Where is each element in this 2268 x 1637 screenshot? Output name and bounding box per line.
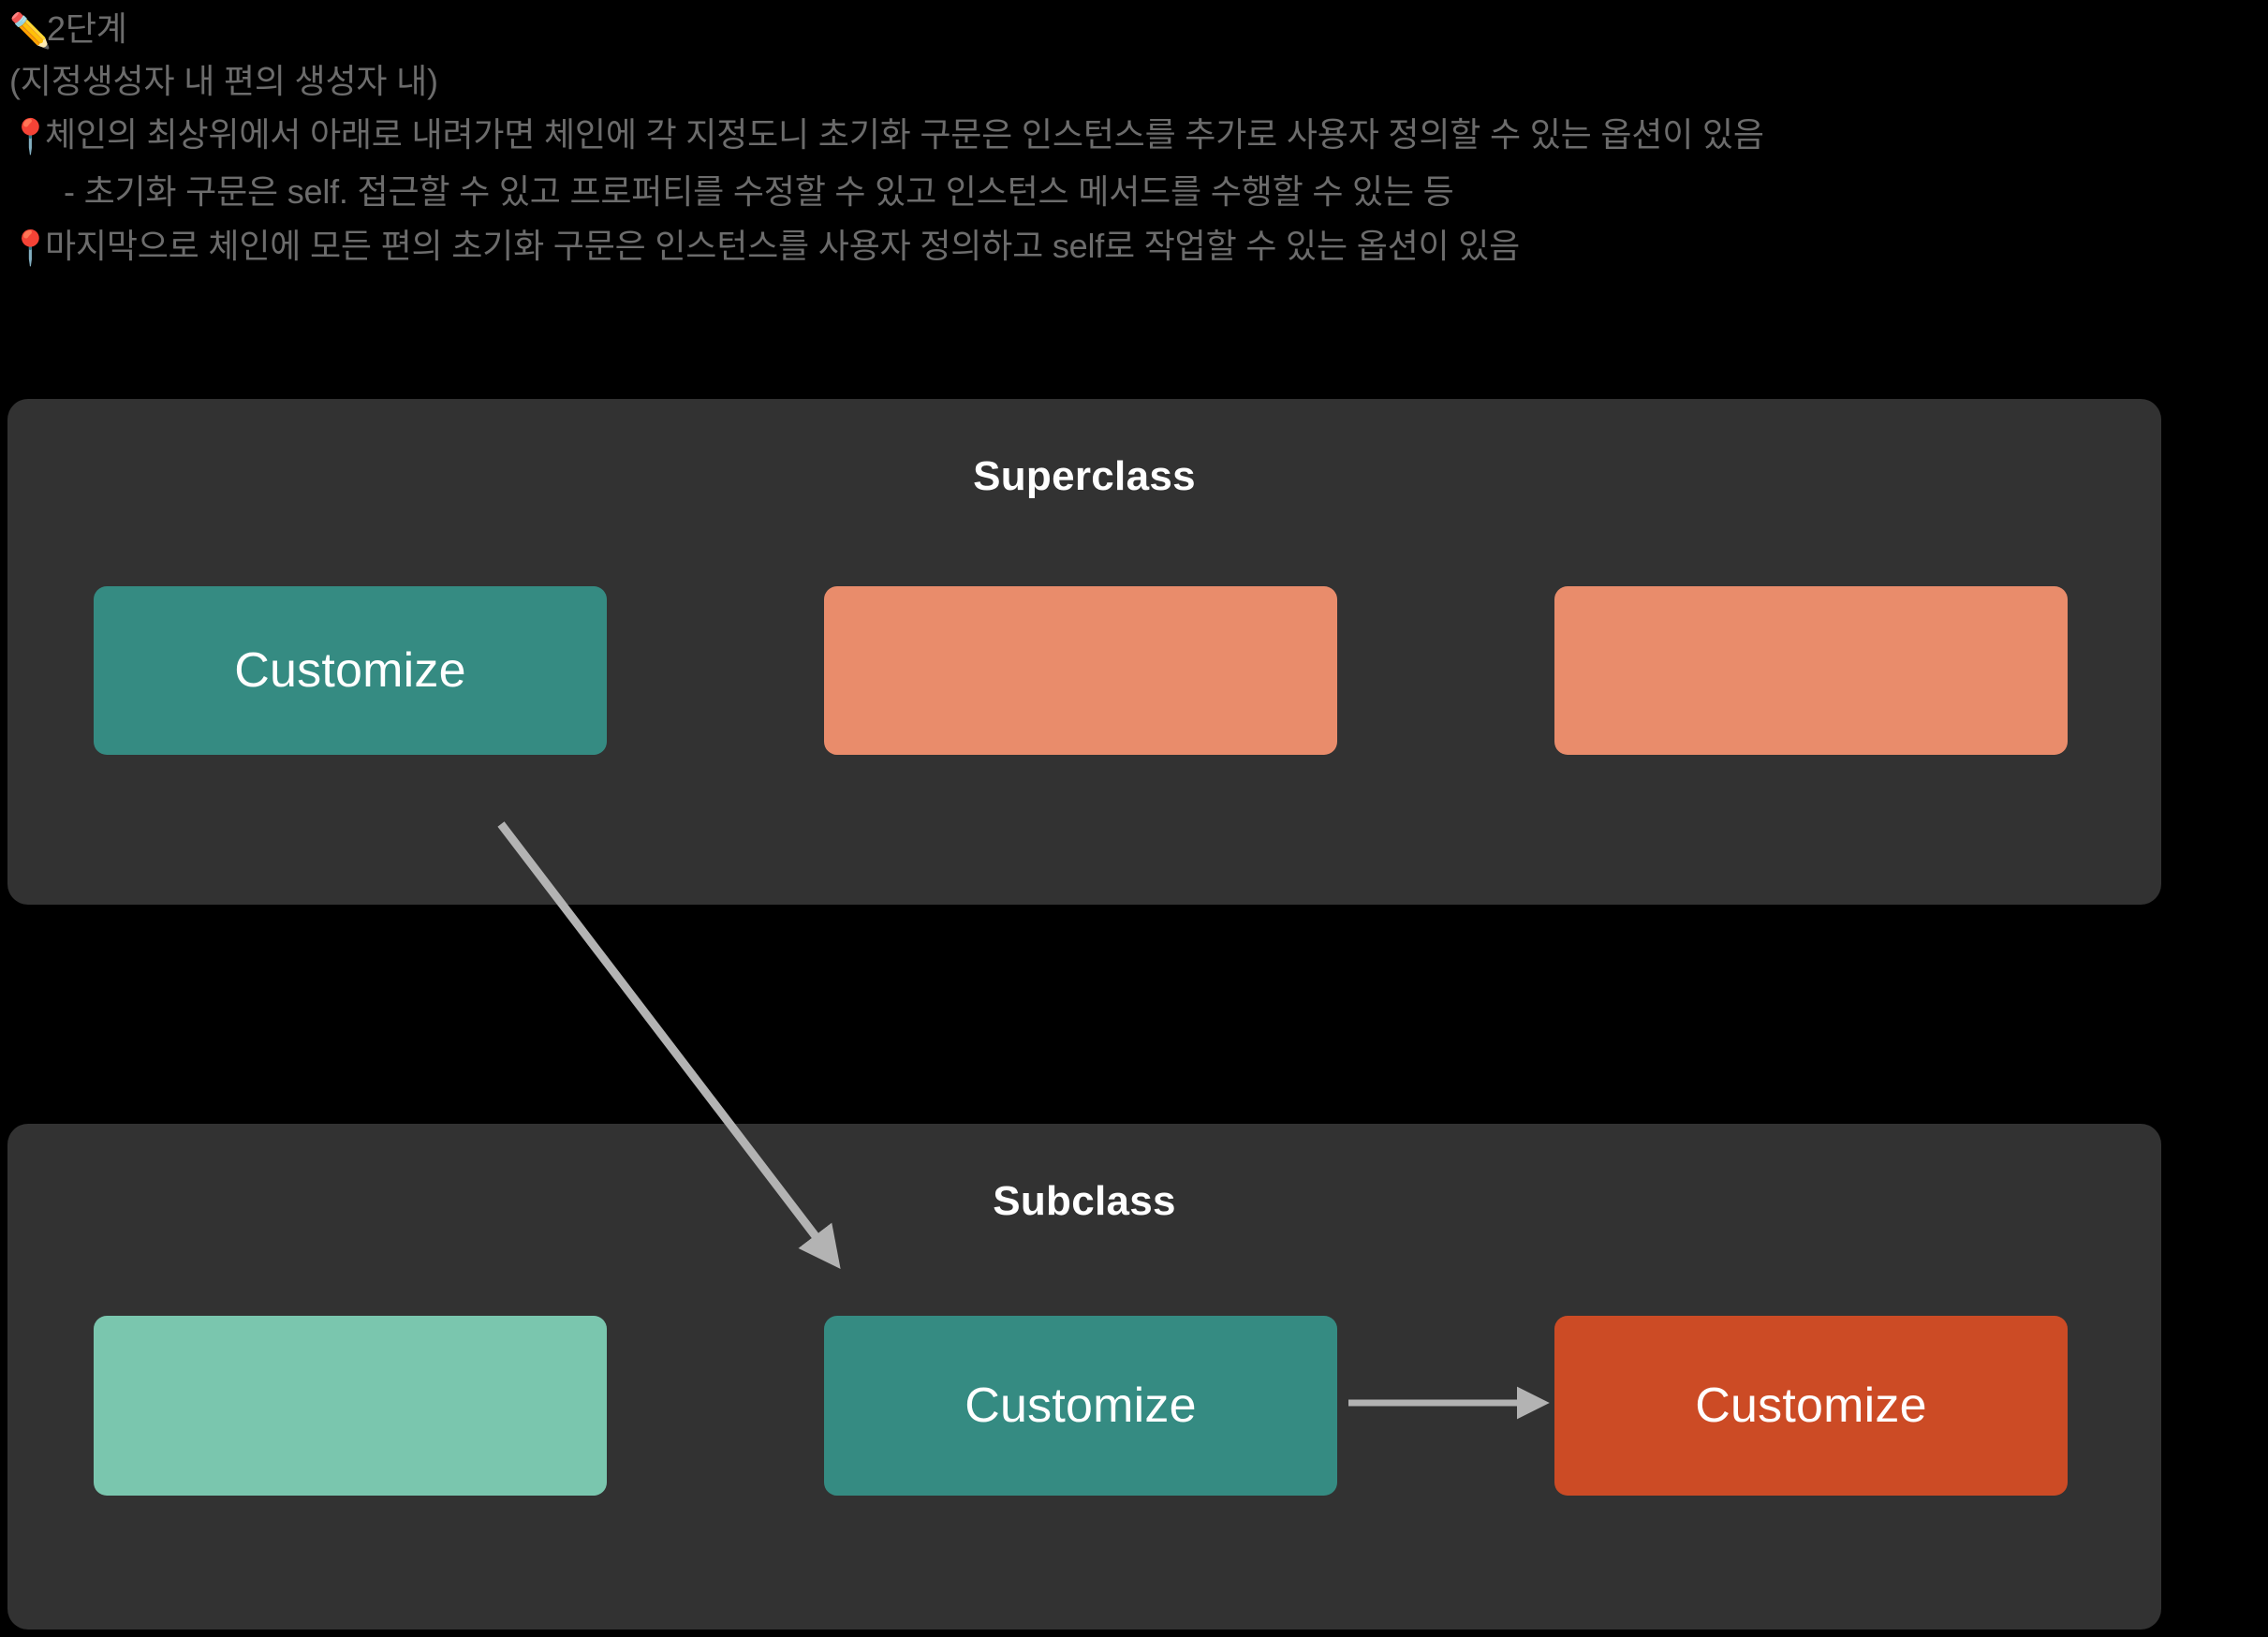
subclass-box-2[interactable]: Customize [824,1316,1337,1496]
subclass-box-3-label: Customize [1695,1379,1927,1433]
subclass-box-2-label: Customize [965,1379,1197,1433]
subclass-box-3[interactable]: Customize [1554,1316,2068,1496]
note-bullet-2-text: 마지막으로 체인에 모든 편의 초기화 구문은 인스턴스를 사용자 정의하고 s… [45,227,1521,265]
pin-icon: 📍 [9,118,52,156]
note-title-text: 2단계 [47,9,127,48]
superclass-box-2[interactable] [824,586,1337,755]
note-line-paren: (지정생성자 내 편의 생성자 내) [9,55,2268,108]
superclass-box-row: Customize [7,586,2161,755]
note-paren-text: (지정생성자 내 편의 생성자 내) [9,62,438,100]
pin-icon: 📍 [9,229,52,268]
subclass-box-row: Customize Customize [7,1316,2161,1496]
subclass-panel: Subclass Customize Customize [7,1124,2161,1630]
note-bullet-1-text: 체인의 최상위에서 아래로 내려가면 체인에 각 지정도니 초기화 구문은 인스… [45,115,1764,154]
superclass-title: Superclass [973,453,1196,499]
note-line-bullet-2: 📍마지막으로 체인에 모든 편의 초기화 구문은 인스턴스를 사용자 정의하고 … [9,219,2268,276]
superclass-box-1-label: Customize [234,643,466,698]
pencil-icon: ✏️ [9,12,52,51]
note-title-line: ✏️2단계 [9,6,2268,55]
notes-block: ✏️2단계 (지정생성자 내 편의 생성자 내) 📍체인의 최상위에서 아래로 … [0,0,2268,276]
note-line-sub-1: - 초기화 구문은 self. 접근할 수 있고 프로퍼티를 수정할 수 있고 … [9,165,2268,219]
subclass-box-1[interactable] [94,1316,607,1496]
superclass-box-1[interactable]: Customize [94,586,607,755]
superclass-panel: Superclass Customize [7,399,2161,905]
note-line-bullet-1: 📍체인의 최상위에서 아래로 내려가면 체인에 각 지정도니 초기화 구문은 인… [9,108,2268,165]
note-sub-1-text: - 초기화 구문은 self. 접근할 수 있고 프로퍼티를 수정할 수 있고 … [64,172,1454,211]
superclass-box-3[interactable] [1554,586,2068,755]
subclass-title: Subclass [993,1178,1176,1224]
